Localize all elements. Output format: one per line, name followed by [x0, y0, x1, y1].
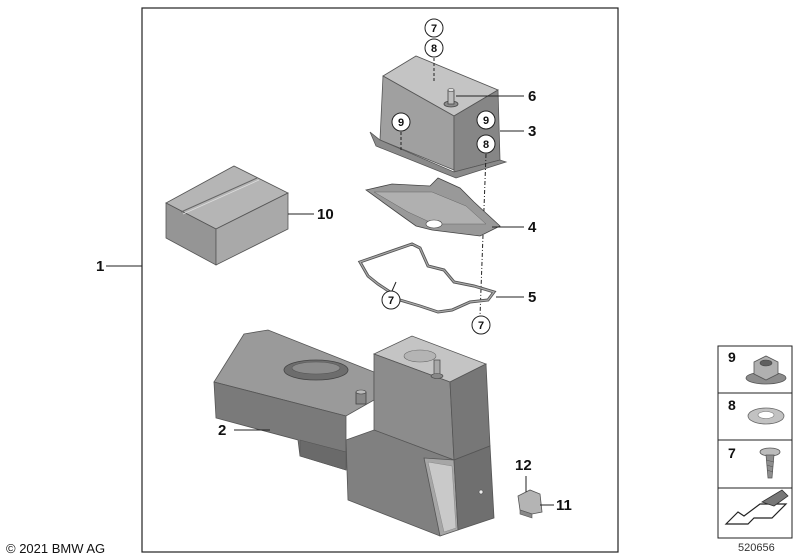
gasket — [357, 242, 497, 314]
circled-9-left-label: 9 — [398, 117, 404, 129]
assembly-frame — [141, 7, 619, 553]
circled-9-right-label: 9 — [483, 115, 489, 127]
callout-11: 11 — [540, 497, 572, 514]
screw-icon — [759, 447, 781, 479]
side-symbol-box — [717, 487, 793, 539]
callout-11-label: 11 — [556, 497, 572, 514]
callout-12: 12 — [515, 457, 532, 492]
callout-10: 10 — [288, 206, 334, 223]
callout-2-label: 2 — [218, 422, 226, 439]
circled-9-left: 9 — [391, 112, 411, 132]
callout-12-label: 12 — [515, 457, 532, 474]
main-housing — [213, 329, 495, 537]
circled-8-top: 8 — [424, 38, 444, 58]
side-part-9-number: 9 — [728, 349, 736, 365]
callout-3-label: 3 — [528, 123, 536, 140]
callout-4: 4 — [492, 219, 537, 236]
hex-flange-nut-icon — [745, 355, 787, 385]
circled-7-gasket-a-label: 7 — [388, 295, 394, 307]
side-part-7: 7 — [717, 439, 793, 489]
circled-7-top-label: 7 — [431, 23, 437, 35]
direction-arrow-icon — [724, 489, 789, 525]
circled-7-top: 7 — [424, 18, 444, 38]
document-number: 520656 — [738, 542, 775, 554]
callout-10-label: 10 — [317, 206, 334, 223]
circled-7-gasket-b: 7 — [471, 315, 491, 335]
callout-1: 1 — [96, 258, 142, 275]
circled-7-gasket-b-label: 7 — [478, 320, 484, 332]
copyright-notice: © 2021 BMW AG — [6, 541, 106, 556]
callout-4-label: 4 — [528, 219, 537, 236]
circled-8-top-label: 8 — [431, 43, 437, 55]
side-part-8-number: 8 — [728, 397, 736, 413]
circled-7-gasket-a: 7 — [381, 281, 401, 310]
side-part-9: 9 — [717, 345, 793, 394]
circled-8-right: 8 — [476, 134, 496, 154]
callout-5: 5 — [496, 289, 536, 306]
callout-1-label: 1 — [96, 258, 104, 275]
stud-bolt — [443, 88, 459, 108]
side-part-8: 8 — [717, 392, 793, 441]
circled-8-right-label: 8 — [483, 139, 489, 151]
callout-6-label: 6 — [528, 88, 536, 105]
callout-5-label: 5 — [528, 289, 536, 306]
callout-6: 6 — [456, 88, 536, 105]
washer-icon — [747, 407, 785, 425]
storage-box — [165, 165, 289, 266]
callout-3: 3 — [500, 123, 536, 140]
callout-2: 2 — [218, 422, 270, 439]
circled-9-right: 9 — [476, 110, 496, 130]
clip-bracket — [517, 489, 543, 519]
heat-shield — [365, 177, 501, 237]
upper-cover — [369, 55, 508, 179]
side-part-7-number: 7 — [728, 445, 736, 461]
